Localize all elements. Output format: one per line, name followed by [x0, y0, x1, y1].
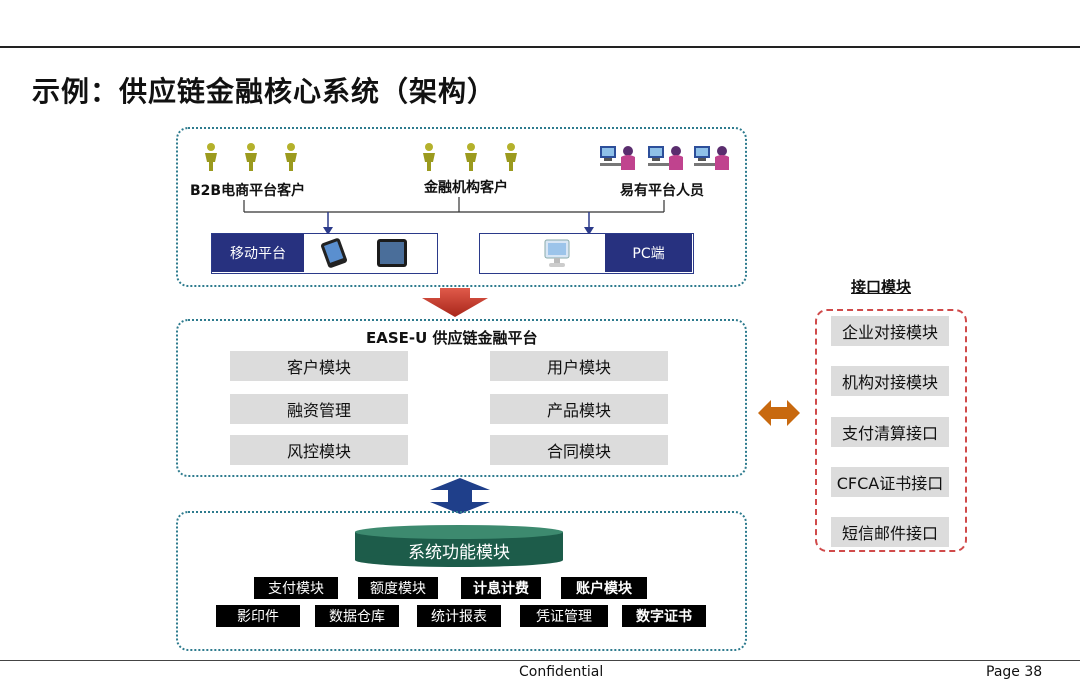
function-payment: 支付模块 [254, 577, 338, 599]
client-connector-lines [243, 197, 665, 235]
tablet-icon [377, 239, 407, 267]
workstation-icon [694, 146, 729, 170]
mobile-platform-bar: 移动平台 [211, 233, 438, 274]
platform-section [176, 319, 747, 477]
staff-label: 易有平台人员 [620, 183, 704, 199]
person-icon [505, 143, 517, 171]
phone-icon [321, 238, 347, 268]
horizontal-double-arrow-icon [758, 400, 800, 426]
function-cylinder-icon [355, 525, 563, 567]
b2b-customers-label: B2B电商平台客户 [190, 183, 306, 199]
function-account: 账户模块 [561, 577, 647, 599]
module-contract: 合同模块 [490, 435, 668, 465]
down-arrow-icon [422, 288, 488, 317]
monitor-icon [544, 239, 570, 267]
vertical-double-arrow-icon [430, 478, 490, 514]
platform-title: EASE-U 供应链金融平台 [366, 329, 538, 347]
footer-confidential: Confidential [519, 664, 604, 680]
interface-enterprise: 企业对接模块 [831, 316, 949, 346]
pc-platform-bar: PC端 [479, 233, 694, 274]
person-icon [465, 143, 477, 171]
interface-cfca: CFCA证书接口 [831, 467, 949, 497]
finance-customers-label: 金融机构客户 [424, 180, 508, 196]
module-user: 用户模块 [490, 351, 668, 381]
person-icon [423, 143, 435, 171]
b2b-customers-group [200, 142, 310, 176]
interface-sms-email: 短信邮件接口 [831, 517, 949, 547]
interface-institution: 机构对接模块 [831, 366, 949, 396]
page-title: 示例：供应链金融核心系统（架构） [32, 75, 497, 108]
staff-group [598, 143, 733, 173]
person-icon [285, 143, 297, 171]
function-scans: 影印件 [216, 605, 300, 627]
finance-customers-group [418, 142, 528, 176]
function-reports: 统计报表 [417, 605, 501, 627]
footer-page-number: Page 38 [986, 664, 1043, 680]
module-product: 产品模块 [490, 394, 668, 424]
module-risk: 风控模块 [230, 435, 408, 465]
function-section [176, 511, 747, 651]
interface-title: 接口模块 [851, 278, 912, 296]
workstation-icon [648, 146, 683, 170]
function-credit-limit: 额度模块 [358, 577, 438, 599]
interface-payment-clearing: 支付清算接口 [831, 417, 949, 447]
module-customer: 客户模块 [230, 351, 408, 381]
client-section [176, 127, 747, 287]
function-data-warehouse: 数据仓库 [315, 605, 399, 627]
function-vouchers: 凭证管理 [520, 605, 608, 627]
bottom-rule [0, 660, 1080, 661]
top-rule [0, 46, 1080, 48]
workstation-icon [600, 146, 635, 170]
person-icon [245, 143, 257, 171]
pc-platform-label: PC端 [605, 234, 692, 272]
mobile-platform-label: 移动平台 [212, 234, 304, 272]
person-icon [205, 143, 217, 171]
module-financing: 融资管理 [230, 394, 408, 424]
interface-section [815, 309, 967, 552]
function-digital-certificate: 数字证书 [622, 605, 706, 627]
function-interest-fees: 计息计费 [461, 577, 541, 599]
function-title: 系统功能模块 [408, 543, 510, 563]
